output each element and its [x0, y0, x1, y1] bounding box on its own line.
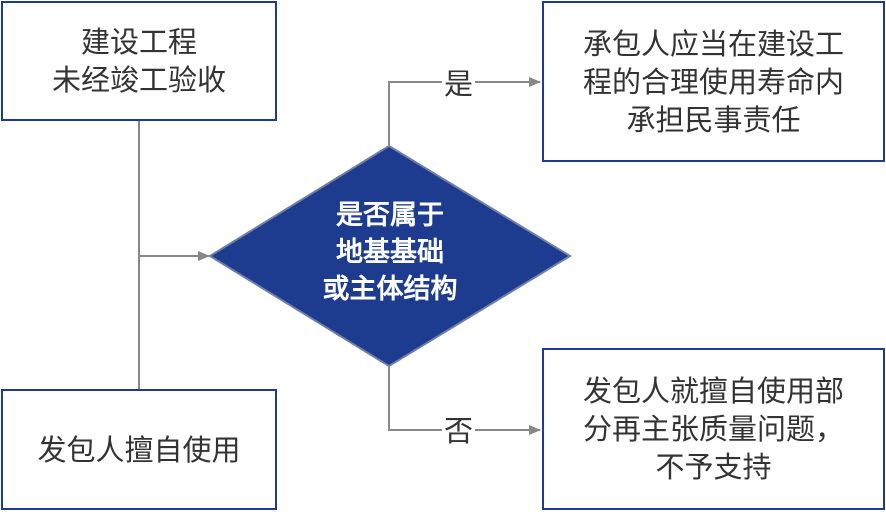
contractor-liability-box: 承包人应当在建设工 程的合理使用寿命内 承担民事责任	[542, 1, 885, 162]
unaccepted-project-box: 建设工程 未经竣工验收	[1, 1, 277, 121]
no-branch-label: 否	[442, 414, 476, 448]
box-text-line: 发包人就擅自使用部	[582, 374, 844, 408]
box-text-line: 发包人擅自使用	[37, 432, 241, 467]
box-text-line: 承担民事责任	[626, 102, 801, 137]
claim-not-supported-box: 发包人就擅自使用部 分再主张质量问题， 不予支持	[542, 348, 885, 510]
decision-text-line: 地基基础	[336, 237, 444, 268]
box-text-line: 程的合理使用寿命内	[582, 64, 844, 99]
box-text-line: 不予支持	[655, 450, 772, 484]
decision-text-line: 是否属于	[336, 200, 444, 231]
no-branch-arrow	[388, 366, 541, 435]
yes-branch-arrow	[388, 77, 541, 146]
yes-branch-label: 是	[442, 67, 476, 101]
box-text-line: 未经竣工验收	[51, 63, 226, 97]
employer-use-box: 发包人擅自使用	[1, 389, 277, 510]
decision-question: 是否属于 地基基础 或主体结构	[280, 197, 500, 308]
box-text-line: 承包人应当在建设工	[582, 26, 844, 61]
box-text-line: 分再主张质量问题，	[582, 412, 844, 446]
decision-text-line: 或主体结构	[322, 274, 458, 305]
box-text-line: 建设工程	[80, 25, 197, 59]
